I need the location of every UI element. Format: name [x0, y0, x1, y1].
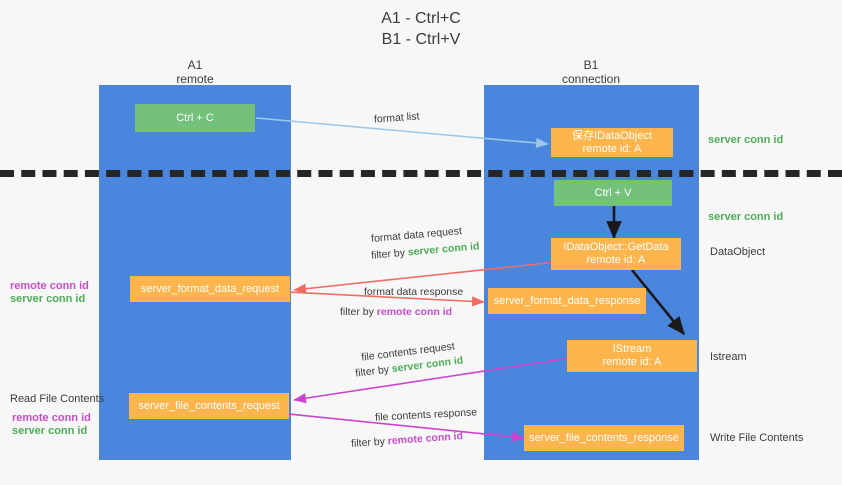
box-istream-line1: IStream — [612, 343, 652, 355]
box-getdata: IDataObject::GetData remote id: A — [551, 238, 681, 270]
column-a1-subtitle: remote — [176, 72, 214, 86]
label-read-file-contents: Read File Contents — [10, 393, 105, 405]
box-server-format-data-response: server_format_data_response — [488, 288, 646, 314]
filter-prefix-1: filter by — [370, 246, 409, 262]
box-getdata-line1: IDataObject::GetData — [563, 241, 669, 253]
arrow-file-contents-request — [293, 357, 571, 404]
box-server-file-contents-response: server_file_contents_response — [524, 425, 684, 451]
arrow-format-data-request — [293, 261, 557, 294]
label-dataobject: DataObject — [710, 246, 766, 258]
box-ctrl-c-line1: Ctrl + C — [176, 111, 214, 124]
title-line-2: B1 - Ctrl+V — [381, 31, 461, 48]
label-server-conn-id-bottom: server conn id — [12, 425, 88, 437]
column-b1-name: B1 — [583, 58, 599, 72]
box-ctrl-c: Ctrl + C — [135, 104, 255, 132]
box-server-file-contents-request-label: server_file_contents_request — [138, 399, 280, 412]
box-server-file-contents-request: server_file_contents_request — [129, 393, 289, 419]
title-line-1: A1 - Ctrl+C — [381, 10, 461, 27]
column-header-a1: A1 remote — [134, 58, 256, 86]
diagram-title: A1 - Ctrl+C B1 - Ctrl+V — [0, 8, 842, 50]
clipboard-boundary-divider — [0, 170, 842, 177]
box-server-file-contents-response-label: server_file_contents_response — [529, 431, 679, 444]
arrow-getdata-to-istream — [630, 269, 686, 336]
edge-label-format-data-response: format data response — [364, 286, 464, 298]
box-ctrl-v: Ctrl + V — [554, 180, 672, 206]
label-server-conn-id-second: server conn id — [708, 211, 784, 223]
column-header-b1: B1 connection — [530, 58, 652, 86]
box-idataobject: 保存IDataObject remote id: A — [551, 128, 673, 157]
box-idataobject-line1: 保存IDataObject — [571, 129, 653, 142]
filter-prefix-2: filter by — [340, 306, 377, 318]
arrow-format-list — [255, 117, 549, 149]
label-server-conn-id-top: server conn id — [708, 134, 784, 146]
label-remote-conn-id-bottom: remote conn id — [12, 412, 91, 424]
label-write-file-contents: Write File Contents — [710, 432, 804, 444]
box-server-format-data-request: server_format_data_request — [130, 276, 290, 302]
edge-label-format-data-response-filter: filter by remote conn id — [340, 305, 452, 319]
filter-prefix-4: filter by — [350, 435, 389, 450]
box-server-format-data-response-label: server_format_data_response — [493, 294, 641, 307]
filter-value-2: remote conn id — [376, 306, 453, 318]
box-ctrl-v-line1: Ctrl + V — [594, 186, 632, 199]
box-getdata-line2: remote id: A — [586, 254, 646, 266]
column-b1-subtitle: connection — [561, 72, 621, 86]
box-istream-line2: remote id: A — [602, 356, 662, 368]
box-idataobject-line2: remote id: A — [582, 142, 642, 155]
box-istream: IStream remote id: A — [567, 340, 697, 372]
box-server-format-data-request-label: server_format_data_request — [140, 282, 280, 295]
label-istream: Istream — [710, 351, 747, 363]
column-a1-name: A1 — [187, 58, 203, 72]
label-remote-conn-id-mid: remote conn id — [10, 280, 89, 292]
label-server-conn-id-mid: server conn id — [10, 293, 86, 305]
